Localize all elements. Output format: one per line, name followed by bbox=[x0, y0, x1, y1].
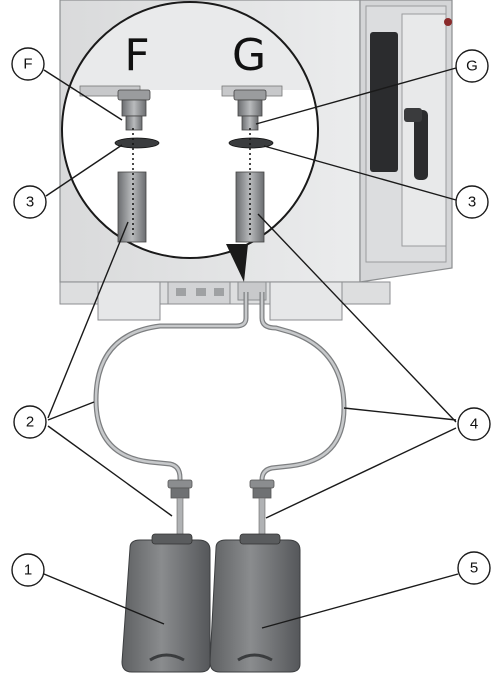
svg-text:G: G bbox=[466, 58, 478, 75]
canister-right bbox=[209, 533, 301, 673]
svg-text:5: 5 bbox=[470, 560, 478, 577]
seal-ring-right bbox=[228, 137, 274, 149]
callout-2: 2 bbox=[13, 405, 47, 439]
callout-f: F bbox=[11, 47, 45, 81]
detail-letter-g: G bbox=[232, 30, 266, 81]
svg-text:3: 3 bbox=[468, 194, 476, 211]
canister-left bbox=[121, 533, 211, 673]
connector-f bbox=[117, 89, 151, 131]
hose-end-left bbox=[117, 171, 147, 243]
suction-lance-left bbox=[167, 479, 193, 537]
callout-5: 5 bbox=[457, 551, 491, 585]
leader-lines bbox=[43, 67, 459, 629]
callout-3-left: 3 bbox=[13, 185, 47, 219]
connector-g bbox=[233, 89, 267, 131]
hose-right bbox=[259, 292, 347, 486]
svg-text:F: F bbox=[23, 56, 32, 73]
hose-left bbox=[93, 292, 249, 486]
seal-ring-left bbox=[114, 137, 160, 149]
suction-lance-right bbox=[249, 479, 275, 537]
indicator-light bbox=[444, 18, 452, 26]
callout-3-right: 3 bbox=[455, 185, 489, 219]
callout-4: 4 bbox=[457, 407, 491, 441]
callout-1: 1 bbox=[11, 553, 45, 587]
svg-text:3: 3 bbox=[26, 194, 34, 211]
detail-letter-f: F bbox=[124, 30, 149, 81]
svg-text:2: 2 bbox=[26, 414, 34, 431]
callout-g: G bbox=[455, 49, 489, 83]
hose-end-right bbox=[235, 171, 265, 243]
svg-text:4: 4 bbox=[470, 416, 478, 433]
svg-text:1: 1 bbox=[24, 562, 32, 579]
magnifier-pointer bbox=[226, 244, 248, 282]
cabinet-base bbox=[97, 281, 343, 321]
